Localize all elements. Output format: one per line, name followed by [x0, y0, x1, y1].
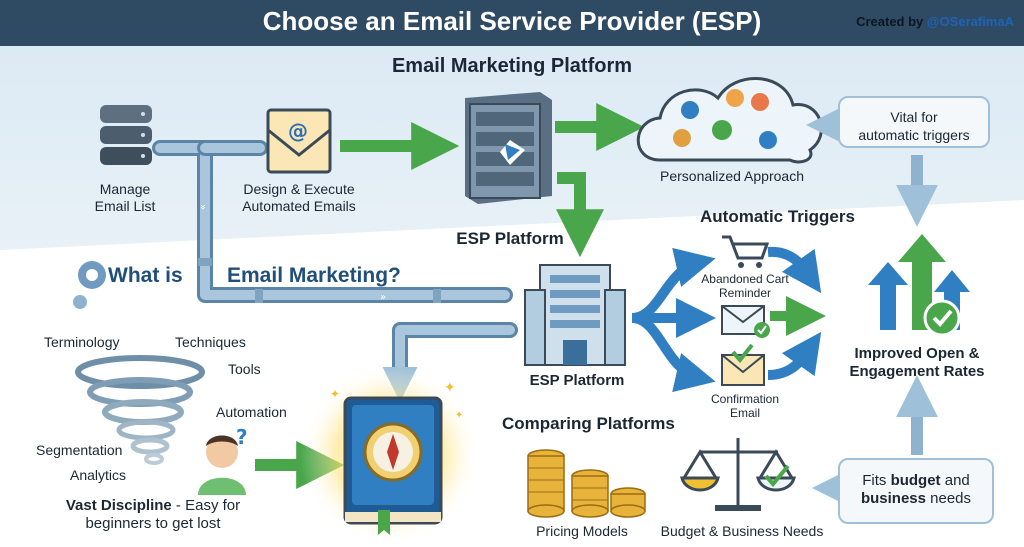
svg-text:?: ?: [236, 425, 248, 449]
section-title-platform: Email Marketing Platform: [391, 55, 633, 77]
fits-text-3: needs: [925, 490, 972, 507]
server-icon: [465, 92, 552, 204]
credit-handle: @OSerafimaA: [926, 14, 1014, 29]
pipe-network: » »: [152, 140, 518, 378]
comparing-platforms-title: Comparing Platforms: [502, 414, 675, 433]
database-icon: [100, 105, 152, 165]
term-automation: Automation: [216, 404, 287, 420]
title-banner: Choose an Email Service Provider (ESP) C…: [0, 0, 1024, 46]
term-segmentation: Segmentation: [36, 442, 123, 458]
budget-needs-label: Budget & Business Needs: [660, 523, 824, 539]
design-emails-line1: Design & Execute: [243, 181, 355, 197]
gear-icon: [73, 261, 106, 309]
what-is-label: What is: [108, 264, 183, 287]
tagline-line2: beginners to get lost: [85, 515, 221, 532]
svg-text:»: »: [380, 292, 386, 303]
vast-discipline-caption: Vast Discipline - Easy for beginners to …: [38, 497, 268, 533]
improved-line2: Engagement Rates: [849, 363, 985, 380]
term-analytics: Analytics: [70, 467, 127, 483]
vital-callout: Vital for automatic triggers: [838, 96, 990, 148]
pricing-models-label: Pricing Models: [536, 523, 628, 539]
confirmation-envelope-icon: [721, 343, 765, 386]
fits-bold-business: business: [860, 490, 926, 507]
confused-person-icon: ?: [198, 425, 248, 495]
guide-book-icon: ✦ ✦ ✦: [300, 365, 480, 545]
arrow-esp-down: [556, 172, 604, 258]
shopping-cart-icon: [722, 235, 770, 268]
manage-list-line2: Email List: [94, 198, 156, 214]
svg-text:@: @: [288, 119, 308, 143]
fits-text-1: Fits: [862, 472, 891, 489]
building-icon: [524, 264, 626, 366]
manage-list-line1: Manage: [99, 181, 151, 197]
fits-text-2: and: [940, 472, 970, 489]
credit-prefix: Created by: [856, 14, 927, 29]
esp-platform-top-label: ESP Platform: [456, 229, 564, 248]
email-marketing-question: Email Marketing?: [227, 264, 401, 287]
automatic-triggers-title: Automatic Triggers: [700, 207, 855, 226]
term-tools: Tools: [228, 361, 261, 377]
svg-text:✦: ✦: [444, 380, 456, 396]
improved-rates-label: Improved Open & Engagement Rates: [838, 345, 996, 381]
tornado-icon: [75, 355, 205, 465]
trigger-fork-arrows: [631, 246, 822, 393]
svg-text:✦: ✦: [330, 387, 340, 401]
balance-scale-icon: [680, 438, 796, 511]
fits-bold-budget: budget: [890, 472, 941, 489]
growth-arrows-icon: [868, 234, 970, 337]
abandoned-cart-line2: Reminder: [718, 286, 772, 300]
term-techniques: Techniques: [175, 334, 246, 350]
abandoned-cart-line1: Abandoned Cart: [701, 272, 789, 286]
design-emails-label: Design & Execute Automated Emails: [224, 181, 374, 215]
email-envelope-icon: @: [266, 108, 332, 174]
tagline-rest: - Easy for: [171, 497, 241, 514]
vital-line2: automatic triggers: [858, 127, 970, 143]
improved-line1: Improved Open &: [854, 345, 980, 362]
tagline-bold: Vast Discipline: [65, 497, 172, 514]
personalized-cloud-icon: [636, 77, 823, 164]
design-emails-line2: Automated Emails: [242, 198, 356, 214]
confirmation-line2: Email: [729, 406, 760, 420]
confirmation-label: Confirmation Email: [685, 392, 805, 420]
term-terminology: Terminology: [44, 334, 120, 350]
svg-text:»: »: [197, 204, 208, 210]
manage-list-label: Manage Email List: [70, 181, 180, 215]
vital-line1: Vital for: [890, 109, 938, 125]
fits-callout: Fits budget and business needs: [838, 458, 994, 524]
author-credit: Created by @OSerafimaA: [856, 14, 1014, 29]
abandoned-cart-label: Abandoned Cart Reminder: [685, 272, 805, 300]
confirmation-line1: Confirmation: [710, 392, 780, 406]
esp-platform-label: ESP Platform: [529, 372, 625, 389]
mail-check-icon: [721, 305, 770, 338]
personalized-label: Personalized Approach: [660, 168, 804, 184]
page-title: Choose an Email Service Provider (ESP): [262, 6, 762, 36]
svg-text:✦: ✦: [455, 410, 463, 421]
coin-stacks-icon: [527, 449, 646, 518]
